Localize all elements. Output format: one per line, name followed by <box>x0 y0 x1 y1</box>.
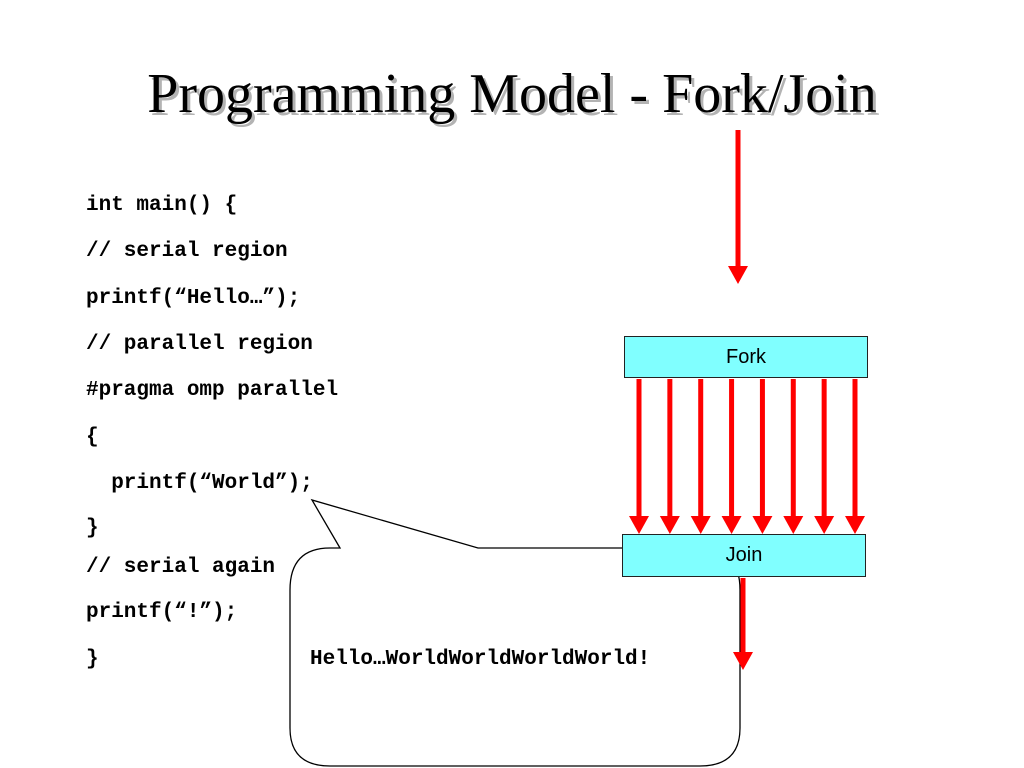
fork-label: Fork <box>726 346 766 368</box>
code-line-11: } <box>86 648 99 671</box>
fork-box: Fork <box>624 336 868 378</box>
thread-arrow <box>845 379 865 534</box>
program-output: Hello…WorldWorldWorldWorld! <box>310 648 651 671</box>
thread-arrow <box>721 379 742 534</box>
thread-arrow <box>814 379 835 534</box>
thread-arrow <box>783 379 804 534</box>
code-line-3: printf(“Hello…”); <box>86 287 301 310</box>
code-line-8: } <box>86 517 99 540</box>
code-line-1: int main() { <box>86 194 238 217</box>
code-line-5: #pragma omp parallel <box>86 379 339 402</box>
serial-arrow-top <box>728 130 748 284</box>
code-line-6: { <box>86 426 99 449</box>
thread-arrow <box>690 379 711 534</box>
join-box: Join <box>622 534 866 577</box>
serial-arrow-bottom <box>733 578 753 670</box>
join-label: Join <box>725 544 763 566</box>
code-line-7: printf(“World”); <box>86 472 313 495</box>
code-line-2: // serial region <box>86 240 288 263</box>
thread-arrow <box>752 379 773 534</box>
code-line-9: // serial again <box>86 556 276 579</box>
thread-arrows <box>629 379 865 534</box>
slide-title: Programming Model - Fork/Join <box>147 63 877 125</box>
code-line-10: printf(“!”); <box>86 601 238 624</box>
code-line-4: // parallel region <box>86 333 313 356</box>
thread-arrow <box>659 379 680 534</box>
thread-arrow <box>629 379 649 534</box>
